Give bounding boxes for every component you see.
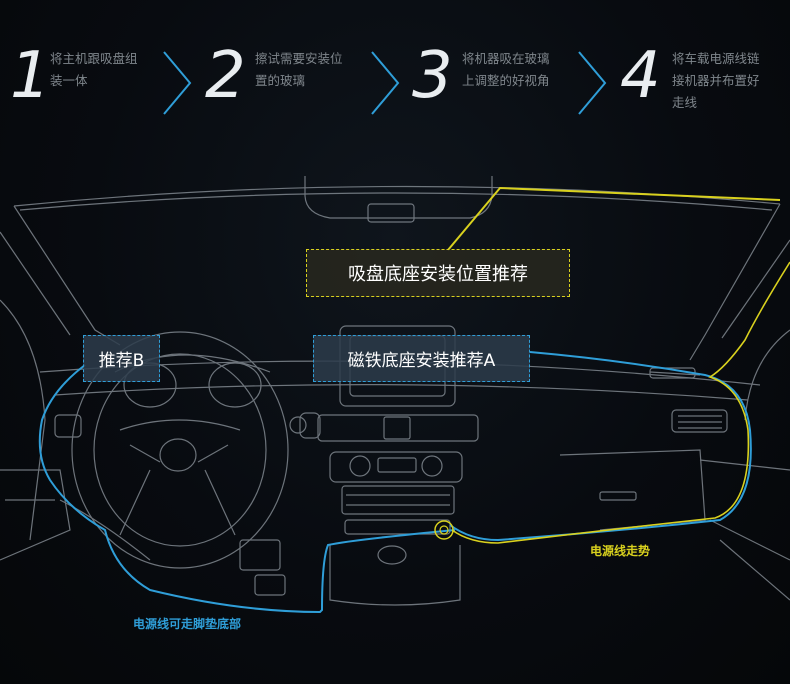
magnet-mount-recommendation-a: 磁铁底座安装推荐A bbox=[313, 335, 530, 382]
cable-floor-label: 电源线可走脚垫底部 bbox=[133, 617, 242, 631]
recommendation-b-label: 推荐B bbox=[98, 351, 145, 371]
step-number: 4 bbox=[620, 39, 661, 113]
chevron-right-icon bbox=[163, 51, 192, 115]
step-number: 1 bbox=[10, 39, 51, 113]
recommendation-b: 推荐B bbox=[83, 335, 160, 382]
magnet-mount-label: 磁铁底座安装推荐A bbox=[347, 351, 496, 371]
step-text: 将主机跟吸盘组 装一体 bbox=[50, 51, 138, 88]
install-steps: 1 将主机跟吸盘组 装一体 2 擦试需要安装位 置的玻璃 3 将机器吸在玻璃 上… bbox=[0, 0, 790, 130]
suction-mount-label: 吸盘底座安装位置推荐 bbox=[348, 264, 528, 285]
cable-route-dash bbox=[449, 351, 752, 542]
yellow-pointer-line bbox=[447, 186, 781, 251]
step-number: 2 bbox=[205, 39, 246, 113]
cable-route-yellow bbox=[451, 261, 790, 544]
step-text: 将机器吸在玻璃 上调整的好视角 bbox=[462, 51, 550, 88]
windshield-top-line bbox=[13, 185, 781, 207]
power-socket-icon bbox=[434, 520, 454, 540]
step-text: 将车载电源线链 接机器并布置好 走线 bbox=[672, 51, 760, 110]
cable-route-label: 电源线走势 bbox=[590, 544, 651, 558]
step-number: 3 bbox=[412, 39, 453, 113]
chevron-right-icon bbox=[371, 51, 400, 115]
cable-route-floor bbox=[38, 364, 456, 614]
chevron-right-icon bbox=[578, 51, 607, 115]
step-text: 擦试需要安装位 置的玻璃 bbox=[255, 51, 343, 88]
suction-mount-recommendation: 吸盘底座安装位置推荐 bbox=[306, 249, 570, 297]
